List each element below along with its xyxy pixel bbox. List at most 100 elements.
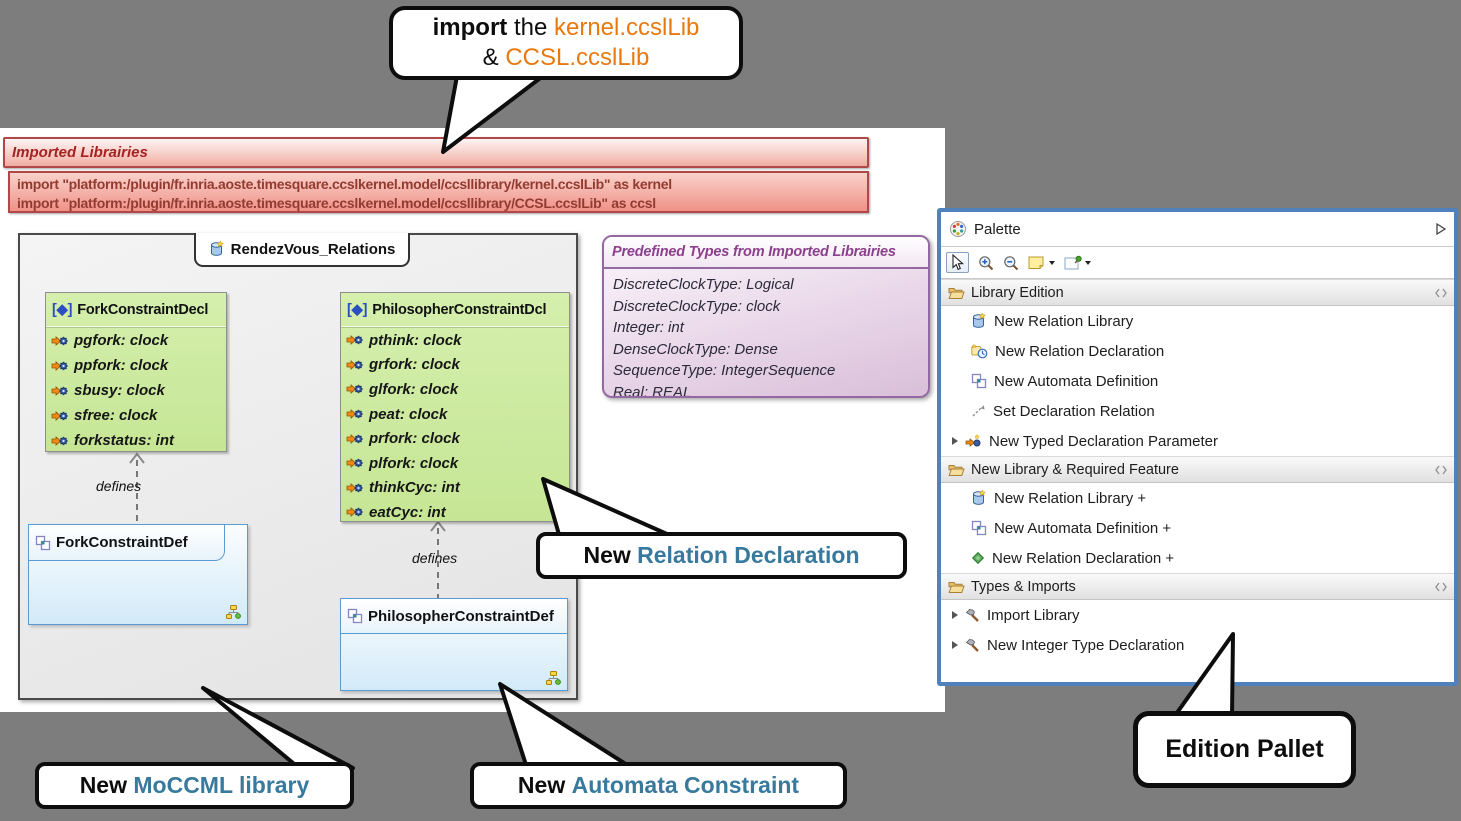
import-callout: import the kernel.ccslLib & CCSL.ccslLib — [389, 6, 743, 80]
def-box-title-tab[interactable]: PhilosopherConstraintDef — [341, 599, 567, 634]
attribute-row[interactable]: pgfork: clock — [46, 328, 226, 353]
palette-section-new-library-required-feature[interactable]: New Library & Required Feature — [941, 456, 1454, 483]
collapse-palette-icon[interactable] — [1436, 223, 1446, 235]
section-label: Library Edition — [971, 284, 1064, 301]
attribute-row[interactable]: sbusy: clock — [46, 378, 226, 403]
gear-arrow-icon — [51, 360, 68, 371]
palette-title: Palette — [974, 220, 1021, 238]
gear-arrow-icon — [346, 359, 363, 370]
type-entry: SequenceType: IntegerSequence — [613, 362, 836, 379]
pin-section-icon[interactable] — [1435, 464, 1447, 475]
dropdown-caret-icon[interactable] — [1085, 260, 1091, 265]
pin-section-icon[interactable] — [1435, 287, 1447, 298]
callout-highlight: MoCCML library — [133, 772, 310, 798]
palette-item-new-automata-definition-plus[interactable]: New Automata Definition + — [941, 513, 1454, 543]
defines-edge[interactable] — [427, 520, 449, 600]
gear-arrow-icon — [346, 384, 363, 395]
defines-edge[interactable] — [126, 452, 148, 526]
palette-item-label: Import Library — [987, 606, 1080, 624]
select-tool-button[interactable] — [946, 252, 969, 273]
dropdown-caret-icon[interactable] — [1049, 260, 1055, 265]
palette-item-new-integer-type-declaration[interactable]: New Integer Type Declaration — [941, 630, 1454, 660]
diagram-frame-title-tab[interactable]: RendezVous_Relations — [194, 233, 410, 267]
fork-constraint-decl-box[interactable]: [◆] ForkConstraintDecl pgfork: clock ppf… — [45, 292, 227, 452]
def-box-title-tab[interactable]: ForkConstraintDef — [29, 525, 225, 561]
type-entry: Integer: int — [613, 319, 684, 336]
palette-item-new-relation-declaration[interactable]: New Relation Declaration — [941, 336, 1454, 366]
palette-item-new-typed-declaration-parameter[interactable]: New Typed Declaration Parameter — [941, 426, 1454, 456]
attribute-row[interactable]: forkstatus: int — [46, 428, 226, 453]
callout-prefix: New — [517, 772, 572, 798]
palette-item-label: New Relation Declaration — [995, 342, 1165, 360]
gear-arrow-icon — [51, 335, 68, 346]
palette-section-library-edition[interactable]: Library Edition — [941, 279, 1454, 306]
palette-item-new-relation-declaration-plus[interactable]: New Relation Declaration + — [941, 543, 1454, 573]
attribute-label: forkstatus: int — [74, 432, 175, 449]
import-callout-line2: & CCSL.ccslLib — [483, 43, 650, 73]
attribute-row[interactable]: pthink: clock — [341, 328, 569, 353]
palette-panel: Palette Library Edition New Relation Lib… — [937, 208, 1458, 686]
pin-section-icon[interactable] — [1435, 581, 1447, 592]
decl-box-header[interactable]: [◆] PhilosopherConstraintDcl — [341, 293, 569, 327]
predefined-types-box[interactable]: Predefined Types from Imported Librairie… — [602, 235, 930, 398]
attribute-row[interactable]: thinkCyc: int — [341, 476, 569, 501]
relation-decl-icon: [◆] — [52, 301, 73, 318]
hammer-icon — [965, 608, 980, 622]
decl-box-title: ForkConstraintDecl — [77, 301, 209, 318]
attribute-label: peat: clock — [369, 405, 448, 423]
attribute-label: eatCyc: int — [369, 503, 446, 521]
attribute-row[interactable]: peat: clock — [341, 402, 569, 427]
gear-arrow-icon — [51, 435, 68, 446]
zoom-in-icon — [978, 255, 994, 270]
palette-item-new-relation-library-plus[interactable]: New Relation Library + — [941, 483, 1454, 513]
automata-icon — [35, 535, 51, 550]
expand-arrow-icon[interactable] — [952, 611, 958, 619]
decl-box-body: pgfork: clock ppfork: clock sbusy: clock… — [46, 327, 226, 453]
relation-library-icon — [973, 313, 986, 328]
palette-item-label: New Integer Type Declaration — [987, 636, 1185, 654]
open-folder-icon — [948, 287, 965, 299]
palette-item-label: New Relation Declaration + — [992, 549, 1175, 567]
zoom-in-tool-button[interactable] — [978, 255, 994, 271]
expand-arrow-icon[interactable] — [952, 641, 958, 649]
automata-icon — [971, 520, 987, 536]
type-entry: DiscreteClockType: clock — [613, 297, 781, 315]
callout-highlight: Relation Declaration — [637, 542, 860, 568]
expand-arrow-icon[interactable] — [952, 437, 958, 445]
automata-constraint-callout: New Automata Constraint — [470, 762, 847, 809]
attribute-row[interactable]: glfork: clock — [341, 377, 569, 402]
philosopher-constraint-decl-box[interactable]: [◆] PhilosopherConstraintDcl pthink: clo… — [340, 292, 570, 522]
palette-item-import-library[interactable]: Import Library — [941, 600, 1454, 630]
note-tool-button[interactable] — [1028, 255, 1055, 270]
attribute-row[interactable]: sfree: clock — [46, 403, 226, 428]
palette-toolbar — [941, 247, 1454, 279]
section-label: Types & Imports — [971, 578, 1076, 595]
predefined-types-body: DiscreteClockType: Logical DiscreteClock… — [604, 269, 928, 396]
decl-box-header[interactable]: [◆] ForkConstraintDecl — [46, 293, 226, 327]
predefined-types-title: Predefined Types from Imported Librairie… — [604, 237, 928, 269]
fork-constraint-def-box[interactable]: ForkConstraintDef — [28, 524, 248, 625]
attribute-row[interactable]: prfork: clock — [341, 426, 569, 451]
import-callout-bold: import — [432, 14, 508, 41]
attribute-label: pgfork: clock — [74, 332, 169, 349]
type-entry: DenseClockType: Dense — [613, 340, 778, 358]
gear-arrow-icon — [346, 458, 363, 469]
imported-libraries-box[interactable]: import "platform:/plugin/fr.inria.aoste.… — [8, 171, 869, 213]
philosopher-constraint-def-box[interactable]: PhilosopherConstraintDef — [340, 598, 568, 691]
palette-item-new-automata-definition[interactable]: New Automata Definition — [941, 366, 1454, 396]
zoom-out-tool-button[interactable] — [1003, 255, 1019, 271]
attribute-row[interactable]: eatCyc: int — [341, 500, 569, 525]
palette-item-set-declaration-relation[interactable]: Set Declaration Relation — [941, 396, 1454, 426]
attribute-label: pthink: clock — [369, 331, 462, 349]
palette-section-types-imports[interactable]: Types & Imports — [941, 573, 1454, 600]
pin-note-tool-button[interactable] — [1064, 254, 1091, 271]
automata-icon — [971, 373, 987, 389]
attribute-row[interactable]: grfork: clock — [341, 353, 569, 378]
note-icon — [1028, 256, 1044, 269]
attribute-row[interactable]: ppfork: clock — [46, 353, 226, 378]
gear-arrow-icon — [346, 482, 363, 493]
palette-item-new-relation-library[interactable]: New Relation Library — [941, 306, 1454, 336]
imported-libraries-header[interactable]: Imported Librairies — [3, 137, 869, 168]
attribute-row[interactable]: plfork: clock — [341, 451, 569, 476]
